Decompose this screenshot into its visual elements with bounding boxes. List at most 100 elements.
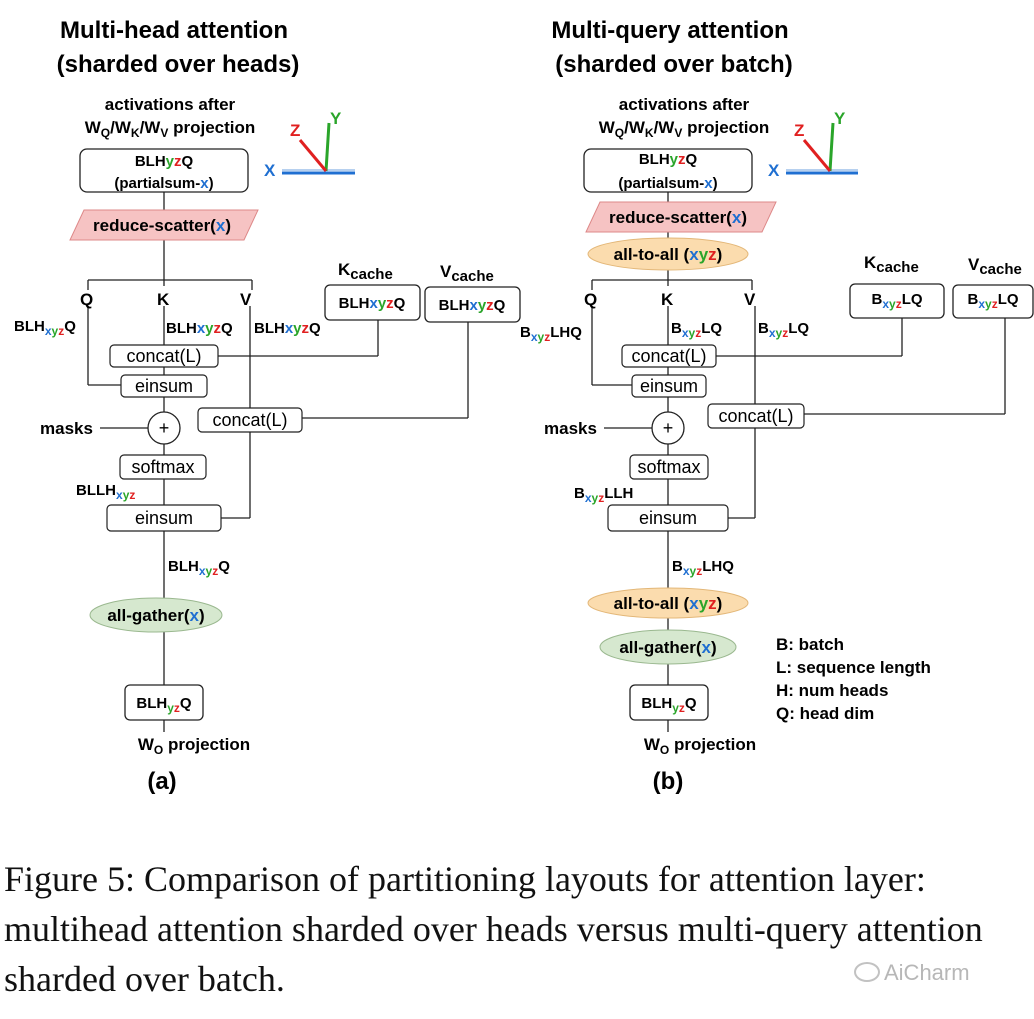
svg-text:BLHyzQ: BLHyzQ (135, 153, 194, 170)
legend: B: batch L: sequence length H: num heads… (776, 635, 931, 723)
concat-v-a: concat(L) (197, 407, 303, 433)
svg-text:einsum: einsum (135, 508, 193, 528)
svg-text:einsum: einsum (640, 376, 698, 396)
svg-text:BxyzLQ: BxyzLQ (871, 291, 922, 311)
wo-projection-b: WO projection (644, 735, 756, 757)
q-label-a: Q (80, 290, 93, 309)
k-cache-box-a: BLHxyzQ (324, 284, 421, 321)
svg-text:concat(L): concat(L) (126, 346, 201, 366)
svg-text:all-to-all (xyz): all-to-all (xyz) (614, 245, 723, 264)
svg-text:all-gather(x): all-gather(x) (107, 606, 204, 625)
svg-text:+: + (663, 418, 674, 438)
q-shape-a: BLHxyzQ (14, 318, 76, 338)
legend-num-heads: H: num heads (776, 681, 888, 700)
wechat-icon (854, 962, 880, 983)
projection-label-b: WQ/WK/WV projection (599, 118, 770, 140)
attention-diagram: Multi-head attention (sharded over heads… (14, 17, 1034, 795)
title-line1-a: Multi-head attention (60, 17, 288, 44)
all-gather-a: all-gather(x) (89, 597, 223, 633)
v-cache-box-b: BxyzLQ (952, 284, 1034, 319)
k-label-b: K (661, 290, 674, 309)
concat-k-a: concat(L) (109, 344, 219, 368)
k-cache-box-b: BxyzLQ (849, 283, 945, 319)
v-label-b: V (744, 290, 756, 309)
svg-text:all-gather(x): all-gather(x) (619, 638, 716, 657)
svg-text:einsum: einsum (639, 508, 697, 528)
k-cache-label-a: Kcache (338, 260, 393, 283)
v-cache-label-a: Vcache (440, 262, 494, 285)
input-box-a: BLHyzQ (partialsum-x) (79, 148, 249, 193)
output-shape-b: BxyzLHQ (672, 558, 734, 578)
activations-label-a: activations after (105, 95, 236, 114)
svg-text:einsum: einsum (135, 376, 193, 396)
einsum-v-b: einsum (607, 504, 729, 532)
plus-node-b: + (651, 411, 685, 445)
output-box-a: BLHyzQ (124, 684, 204, 721)
watermark-text: AiCharm (884, 960, 970, 985)
input-box-b: BLHyzQ (partialsum-x) (583, 148, 753, 193)
plus-node-a: + (147, 411, 181, 445)
svg-text:+: + (159, 418, 170, 438)
k-shape-b: BxyzLQ (671, 320, 722, 340)
legend-head-dim: Q: head dim (776, 704, 874, 723)
k-shape-a: BLHxyzQ (166, 320, 233, 337)
svg-text:X: X (768, 161, 780, 180)
concat-v-b: concat(L) (707, 403, 805, 429)
q-label-b: Q (584, 290, 597, 309)
output-box-b: BLHyzQ (629, 684, 709, 721)
title-line2-a: (sharded over heads) (57, 51, 300, 78)
axes-icon-b: X Y Z (768, 109, 858, 180)
svg-text:concat(L): concat(L) (718, 406, 793, 426)
reduce-scatter-b: reduce-scatter(x) (585, 201, 777, 233)
svg-text:BLHxyzQ: BLHxyzQ (439, 297, 506, 314)
legend-seq-length: L: sequence length (776, 658, 931, 677)
watermark: AiCharm (854, 960, 970, 986)
svg-text:Y: Y (834, 109, 846, 128)
masks-label-a: masks (40, 419, 93, 438)
softmax-b: softmax (629, 454, 709, 480)
q-shape-b: BxyzLHQ (520, 324, 582, 344)
svg-text:all-to-all (xyz): all-to-all (xyz) (614, 594, 723, 613)
scores-shape-b: BxyzLLH (574, 485, 633, 505)
v-cache-box-a: BLHxyzQ (424, 286, 521, 323)
svg-text:reduce-scatter(x): reduce-scatter(x) (93, 216, 231, 235)
reduce-scatter-a: reduce-scatter(x) (69, 209, 259, 241)
title-line2-b: (sharded over batch) (555, 51, 792, 78)
output-shape-a: BLHxyzQ (168, 558, 230, 578)
panel-label-a: (a) (147, 768, 176, 795)
k-label-a: K (157, 290, 170, 309)
panel-label-b: (b) (653, 768, 684, 795)
svg-text:reduce-scatter(x): reduce-scatter(x) (609, 208, 747, 227)
einsum-v-a: einsum (106, 504, 222, 532)
figure-caption: Figure 5: Comparison of partitioning lay… (4, 859, 983, 999)
activations-label-b: activations after (619, 95, 750, 114)
svg-text:concat(L): concat(L) (212, 410, 287, 430)
title-line1-b: Multi-query attention (551, 17, 788, 44)
projection-label-a: WQ/WK/WV projection (85, 118, 256, 140)
scores-shape-a: BLLHxyz (76, 482, 135, 502)
softmax-a: softmax (119, 454, 207, 480)
v-shape-a: BLHxyzQ (254, 320, 321, 337)
v-shape-b: BxyzLQ (758, 320, 809, 340)
svg-text:softmax: softmax (131, 457, 194, 477)
svg-text:(partialsum-x): (partialsum-x) (114, 175, 213, 192)
all-to-all-b: all-to-all (xyz) (587, 237, 749, 271)
einsum-qk-b: einsum (631, 374, 707, 398)
svg-text:softmax: softmax (637, 457, 700, 477)
axes-icon-a: X Y Z (264, 109, 355, 180)
masks-label-b: masks (544, 419, 597, 438)
legend-batch: B: batch (776, 635, 844, 654)
svg-text:Z: Z (794, 121, 804, 140)
v-cache-label-b: Vcache (968, 255, 1022, 278)
svg-text:Y: Y (330, 109, 342, 128)
svg-text:X: X (264, 161, 276, 180)
k-cache-label-b: Kcache (864, 253, 919, 276)
svg-text:BLHyzQ: BLHyzQ (641, 695, 697, 715)
v-label-a: V (240, 290, 252, 309)
svg-text:concat(L): concat(L) (631, 346, 706, 366)
all-to-all-2-b: all-to-all (xyz) (587, 587, 749, 619)
svg-text:BLHxyzQ: BLHxyzQ (339, 295, 406, 312)
concat-k-b: concat(L) (621, 344, 717, 368)
all-gather-b: all-gather(x) (599, 629, 737, 665)
svg-text:(partialsum-x): (partialsum-x) (618, 175, 717, 192)
